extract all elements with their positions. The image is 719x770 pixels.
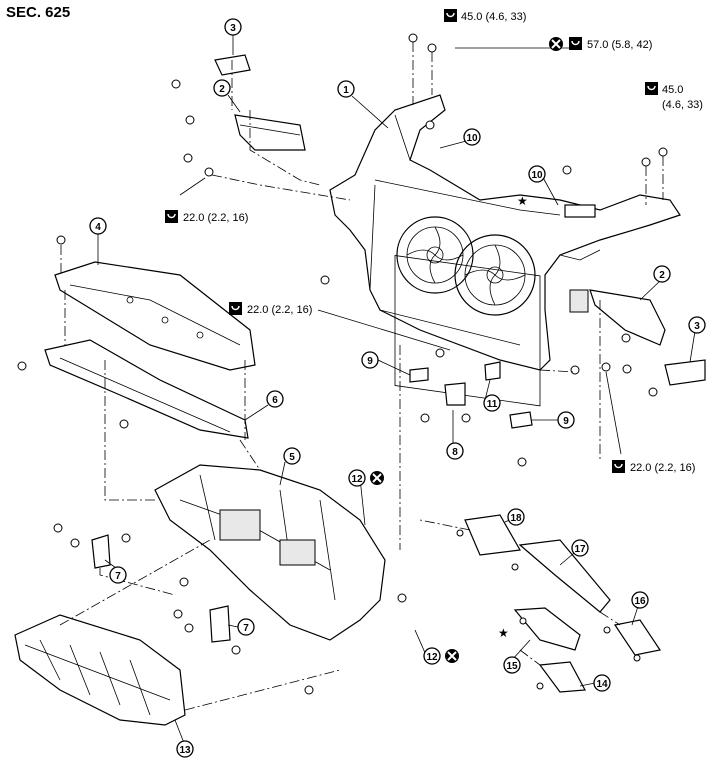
callout-16: 16 <box>631 591 649 609</box>
callout-3-right: 3 <box>688 316 706 334</box>
svg-text:9: 9 <box>367 356 373 367</box>
svg-text:8: 8 <box>452 447 458 458</box>
torque-spec-left-upper: 22.0 (2.2, 16) <box>165 210 248 224</box>
do-not-reuse-icon <box>370 471 384 485</box>
svg-text:3: 3 <box>230 23 236 34</box>
bolts <box>17 33 668 695</box>
callout-4: 4 <box>89 217 107 235</box>
svg-text:11: 11 <box>487 399 498 410</box>
center-support-part-5 <box>154 464 386 641</box>
svg-text:2: 2 <box>219 84 225 95</box>
left-side-brackets <box>214 54 306 151</box>
svg-text:4: 4 <box>95 222 101 233</box>
torque-spec-right-lower: 22.0 (2.2, 16) <box>612 460 695 474</box>
section-label: SEC. 625 <box>6 4 71 21</box>
svg-text:12: 12 <box>351 474 363 485</box>
callout-15: 15 <box>503 656 521 674</box>
torque-spec-57: 57.0 (5.8, 42) <box>569 37 652 51</box>
reference-star: ★ <box>517 194 528 208</box>
svg-text:57.0 (5.8, 42): 57.0 (5.8, 42) <box>587 39 652 51</box>
callout-11: 11 <box>483 394 501 412</box>
callout-10-top: 10 <box>463 128 481 146</box>
callout-3-left: 3 <box>224 18 242 36</box>
svg-text:(4.6, 33): (4.6, 33) <box>662 99 703 111</box>
callout-12-upper: 12 <box>348 469 366 487</box>
callout-2-left: 2 <box>213 79 231 97</box>
svg-text:10: 10 <box>531 170 543 181</box>
callout-18: 18 <box>507 508 525 526</box>
torque-wrench-icon <box>645 82 658 95</box>
svg-text:16: 16 <box>634 596 646 607</box>
svg-text:15: 15 <box>506 661 518 672</box>
svg-text:7: 7 <box>243 623 249 634</box>
callout-2-right: 2 <box>653 265 671 283</box>
radiator-core-support <box>329 94 681 407</box>
torque-wrench-icon <box>165 210 178 223</box>
torque-wrench-icon <box>569 37 582 50</box>
torque-spec-top: 45.0 (4.6, 33) <box>444 9 526 23</box>
torque-wrench-icon <box>612 460 625 473</box>
torque-spec-right: 45.0 (4.6, 33) <box>645 82 703 111</box>
callout-13: 13 <box>176 740 194 758</box>
svg-text:22.0 (2.2, 16): 22.0 (2.2, 16) <box>630 462 695 474</box>
callout-9-right: 9 <box>557 411 575 429</box>
svg-text:3: 3 <box>694 321 700 332</box>
do-not-reuse-icon <box>445 649 459 663</box>
callout-8: 8 <box>446 442 464 460</box>
svg-text:22.0 (2.2, 16): 22.0 (2.2, 16) <box>247 304 312 316</box>
svg-text:18: 18 <box>510 513 522 524</box>
torque-spec-center: 22.0 (2.2, 16) <box>229 302 312 316</box>
callout-12-lower: 12 <box>423 647 441 665</box>
upper-cover-part-4 <box>54 261 256 371</box>
callout-7-left: 7 <box>109 566 127 584</box>
callout-7-center: 7 <box>237 618 255 636</box>
reference-star: ★ <box>498 626 509 640</box>
svg-text:45.0 (4.6, 33): 45.0 (4.6, 33) <box>461 11 526 23</box>
svg-text:10: 10 <box>466 133 478 144</box>
svg-text:2: 2 <box>659 270 665 281</box>
callout-1: 1 <box>337 80 355 98</box>
assembly-lines <box>59 42 664 711</box>
svg-text:13: 13 <box>179 745 191 756</box>
svg-text:12: 12 <box>426 652 438 663</box>
callout-14: 14 <box>593 674 611 692</box>
svg-text:17: 17 <box>574 544 586 555</box>
svg-text:7: 7 <box>115 571 121 582</box>
hood-lock-area <box>564 204 596 313</box>
lower-rail-part-6 <box>44 339 249 439</box>
do-not-reuse-icon <box>549 37 563 51</box>
small-brackets <box>91 361 533 643</box>
callout-17: 17 <box>571 539 589 557</box>
svg-text:1: 1 <box>343 85 349 96</box>
svg-text:5: 5 <box>289 452 295 463</box>
svg-text:9: 9 <box>563 416 569 427</box>
callout-5: 5 <box>283 447 301 465</box>
svg-text:14: 14 <box>596 679 608 690</box>
callout-9-left: 9 <box>361 351 379 369</box>
svg-text:45.0: 45.0 <box>662 84 683 96</box>
front-deflector-part-13 <box>14 614 186 726</box>
callout-10-right: 10 <box>528 165 546 183</box>
svg-text:6: 6 <box>272 395 278 406</box>
torque-wrench-icon <box>444 9 457 22</box>
callout-6: 6 <box>266 390 284 408</box>
svg-text:22.0 (2.2, 16): 22.0 (2.2, 16) <box>183 212 248 224</box>
right-side-brackets <box>589 289 706 386</box>
lower-panels-right <box>464 514 661 693</box>
torque-wrench-icon <box>229 302 242 315</box>
